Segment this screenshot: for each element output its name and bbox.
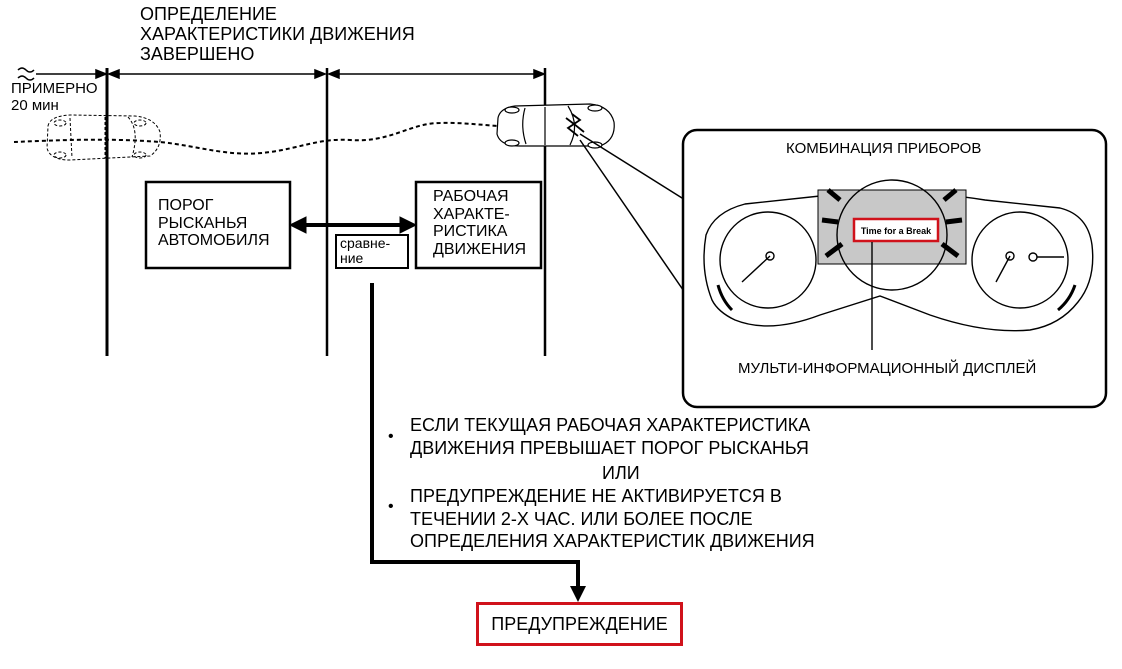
flow-arrowhead: [570, 586, 586, 602]
comparison-box: [335, 234, 409, 269]
determination-complete-label: ОПРЕДЕЛЕНИЕ ХАРАКТЕРИСТИКИ ДВИЖЕНИЯ ЗАВЕ…: [140, 4, 415, 65]
driving-path: [13, 121, 521, 155]
approx-time-label: ПРИМЕРНО 20 мин: [11, 80, 98, 114]
comparison-label: сравне- ние: [340, 235, 391, 267]
condition-1-text: ЕСЛИ ТЕКУЩАЯ РАБОЧАЯ ХАРАКТЕРИСТИКА ДВИЖ…: [410, 415, 811, 458]
instrument-cluster-icon: [703, 191, 1094, 332]
comparison-arrow: [288, 216, 418, 234]
flow-line-to-warning: [370, 283, 580, 588]
dial-tick-marks: [821, 188, 963, 258]
break-message-text: Time for a Break: [861, 226, 932, 236]
condition-1-bullet: •: [388, 428, 394, 445]
yaw-threshold-label: ПОРОГ РЫСКАНЬЯ АВТОМОБИЛЯ: [158, 197, 270, 250]
condition-2-bullet: •: [388, 498, 394, 515]
warning-label: ПРЕДУПРЕЖДЕНИЕ: [491, 613, 668, 634]
callout-line-bottom: [579, 139, 691, 301]
callout-line-top: [579, 133, 691, 204]
warning-box: ПРЕДУПРЕЖДЕНИЕ: [476, 602, 683, 646]
central-dial: [836, 179, 948, 291]
time-interval-arrows: [17, 67, 547, 81]
car-start-icon: [46, 114, 161, 161]
multi-info-display-label: МУЛЬТИ-ИНФОРМАЦИОННЫЙ ДИСПЛЕЙ: [738, 360, 1037, 377]
driving-characteristic-label: РАБОЧАЯ ХАРАКТЕ- РИСТИКА ДВИЖЕНИЯ: [433, 188, 527, 258]
car-current-icon: [496, 103, 615, 149]
or-text: ИЛИ: [602, 463, 640, 483]
break-message-box: [852, 217, 940, 243]
condition-2-text: ПРЕДУПРЕЖДЕНИЕ НЕ АКТИВИРУЕТСЯ В ТЕЧЕНИИ…: [410, 486, 815, 551]
combination-meter-title: КОМБИНАЦИЯ ПРИБОРОВ: [786, 140, 982, 157]
